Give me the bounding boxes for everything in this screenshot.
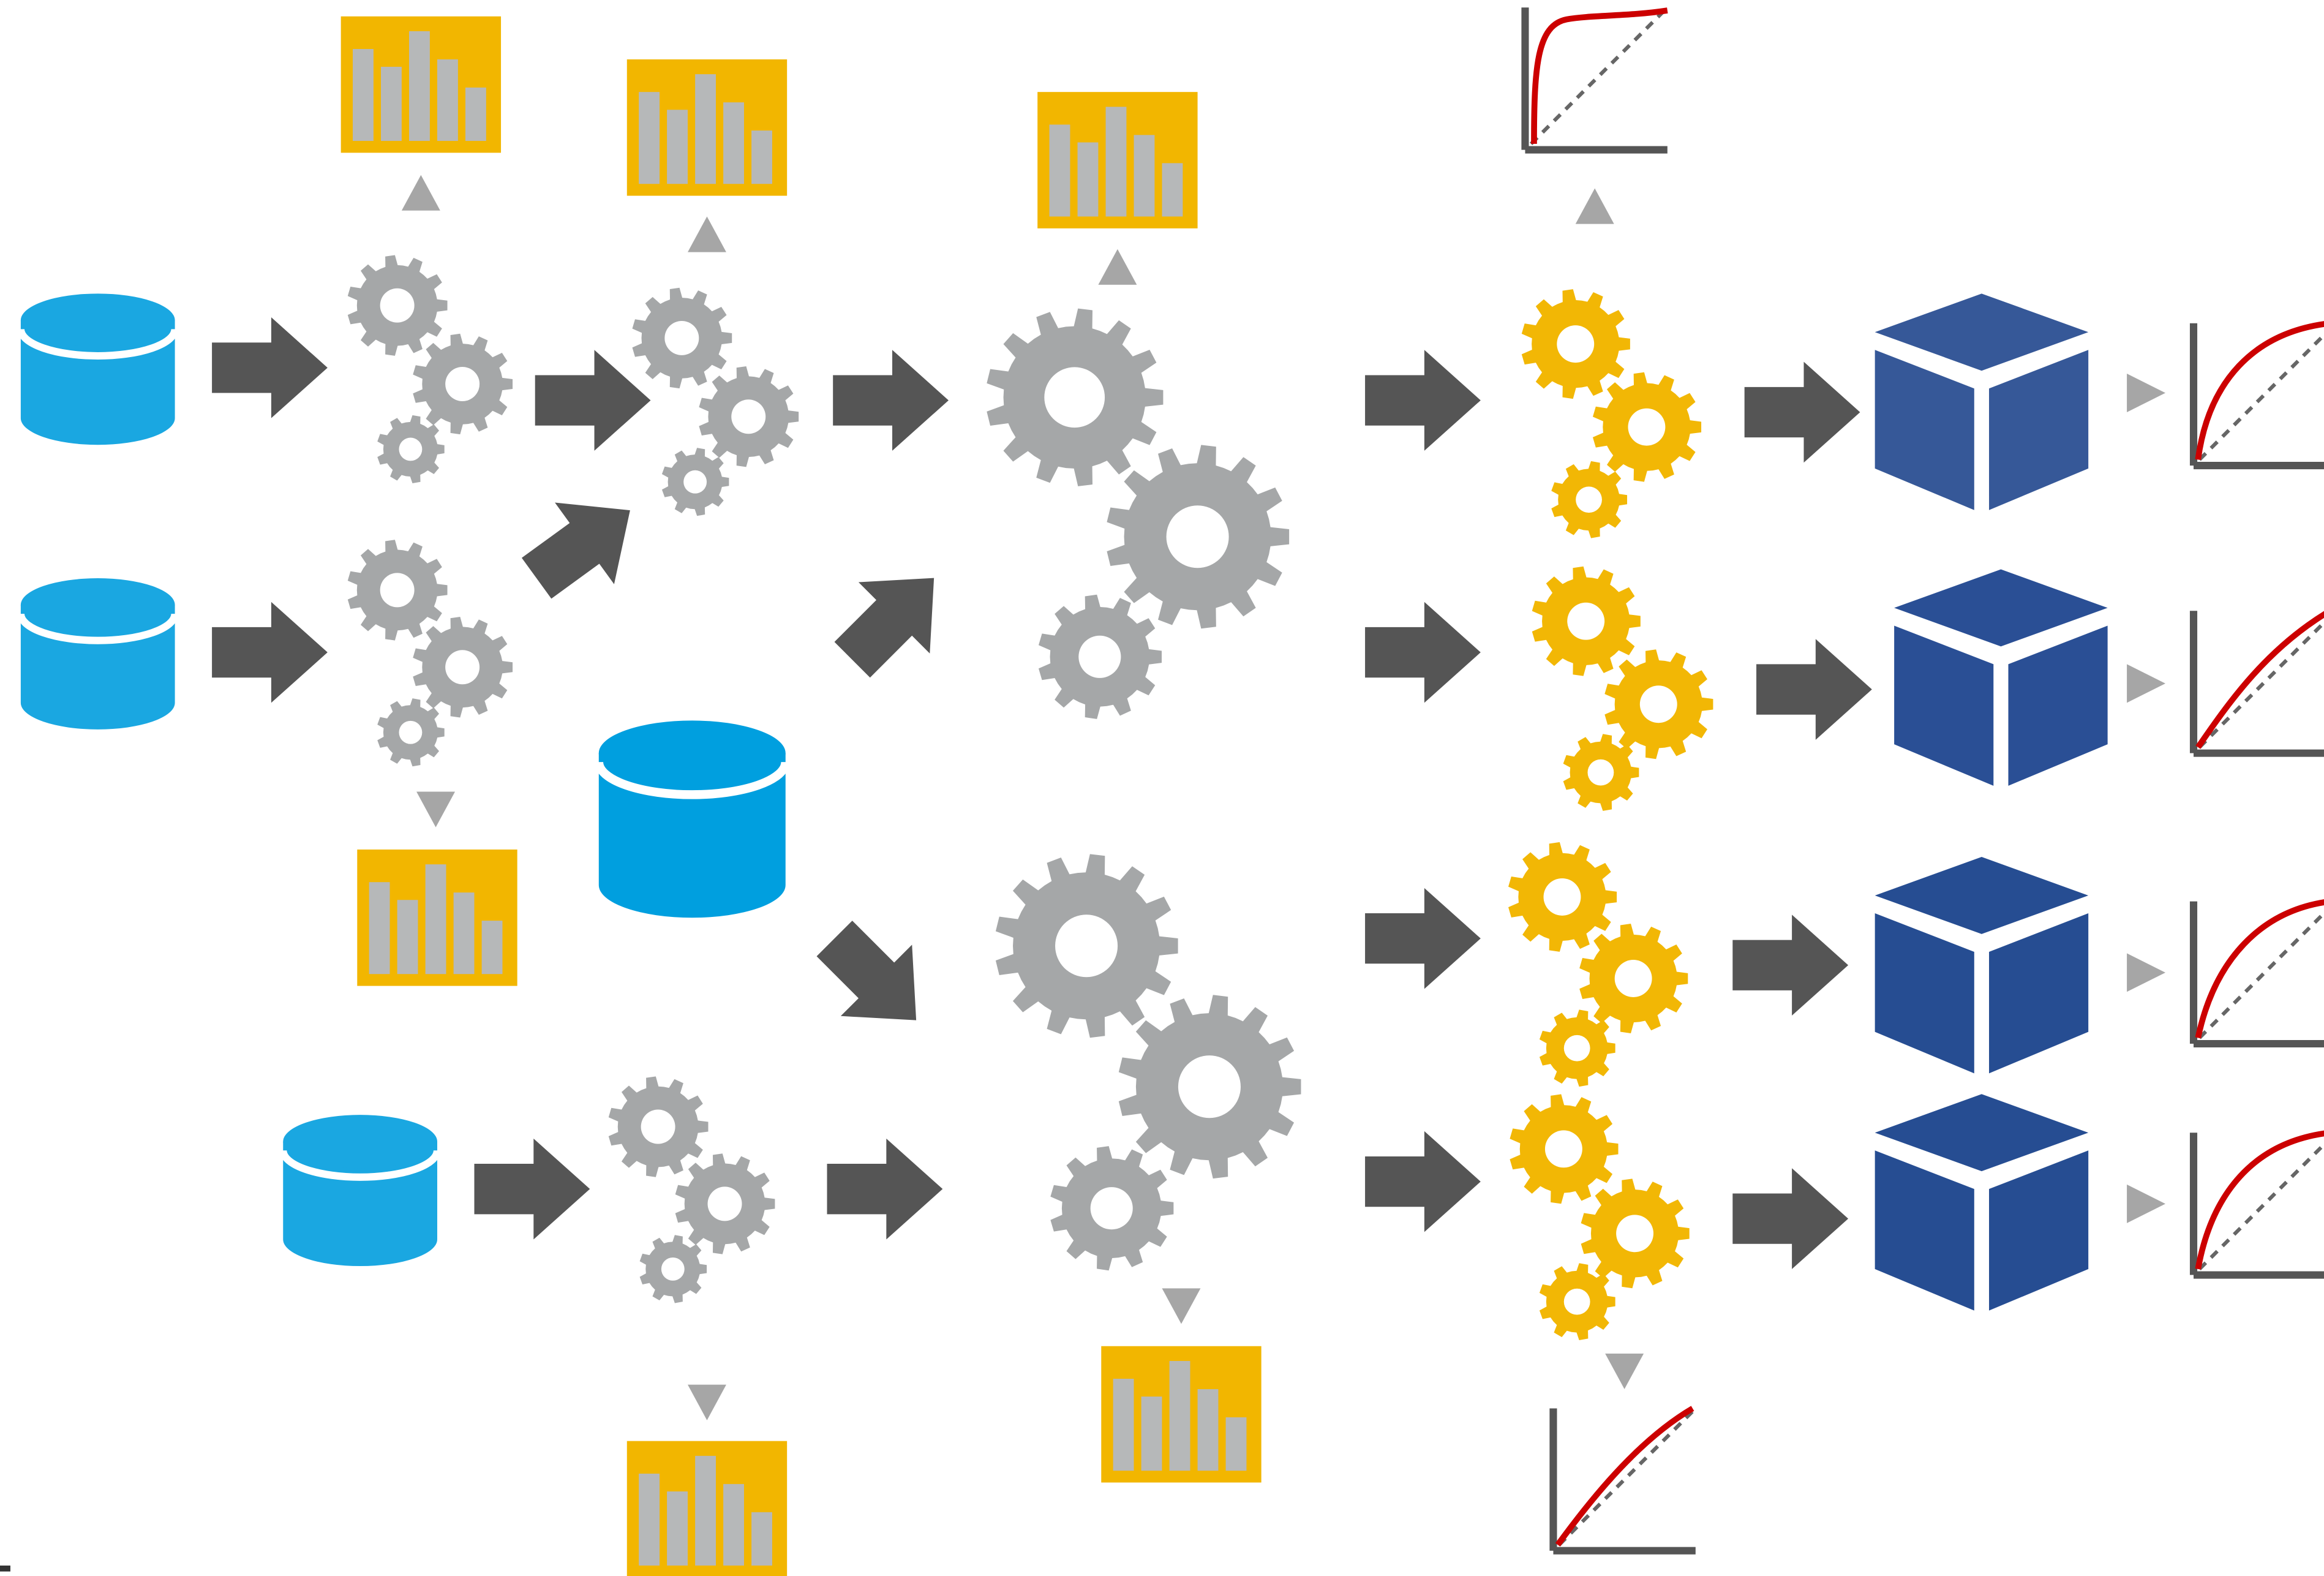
gear-icon (1581, 1178, 1690, 1289)
arrow-icon (416, 791, 456, 828)
arrow-icon (688, 216, 726, 252)
database-icon (21, 293, 175, 445)
arrow-icon (1365, 1131, 1481, 1232)
arrow-icon (799, 902, 952, 1056)
gear-icon (1563, 734, 1639, 811)
arrow-icon (1365, 350, 1481, 451)
arrow-icon (2127, 664, 2166, 703)
gear-icon (1050, 1146, 1174, 1271)
cube-model-icon (1875, 293, 2089, 510)
gear-icon (377, 415, 445, 484)
gear-icon (347, 255, 448, 356)
gear-icon (995, 854, 1178, 1038)
arrow-icon (827, 1138, 943, 1240)
arrow-icon (816, 542, 970, 696)
cube-model-icon (1875, 1094, 2089, 1311)
corner-mark (0, 1565, 10, 1572)
gear-icon (1038, 594, 1162, 719)
gear-icon (1508, 842, 1617, 952)
gear-icon (1118, 995, 1301, 1179)
arrow-icon (1756, 639, 1872, 740)
arrow-icon (212, 317, 328, 418)
arrow-icon (1732, 914, 1849, 1016)
gear-icon (413, 617, 513, 718)
arrow-icon (474, 1138, 590, 1240)
arrow-icon (1162, 1288, 1201, 1324)
gear-icon (1510, 1094, 1619, 1204)
roc-curve-icon (1553, 1408, 1695, 1550)
roc-curve-icon (1525, 7, 1667, 149)
gear-icon (413, 333, 513, 435)
gear-icon (1539, 1009, 1615, 1087)
arrow-icon (833, 350, 949, 451)
cube-model-icon (1875, 857, 2089, 1074)
database-icon (594, 720, 791, 918)
roc-curve-icon (2194, 902, 2324, 1044)
gear-icon (1532, 566, 1641, 676)
arrow-icon (1732, 1168, 1849, 1269)
gear-icon (1592, 372, 1702, 482)
arrow-icon (1744, 361, 1860, 463)
arrow-icon (535, 350, 651, 451)
gear-icon (377, 698, 445, 767)
bar-chart-report-icon (357, 849, 517, 986)
bar-chart-report-icon (626, 59, 788, 196)
arrow-icon (1575, 188, 1614, 224)
arrow-icon (2127, 374, 2166, 412)
cube-model-icon (1894, 569, 2108, 786)
arrow-icon (1365, 888, 1481, 989)
arrow-icon (1605, 1353, 1644, 1389)
gear-icon (632, 287, 732, 389)
arrow-icon (1098, 249, 1137, 285)
gear-icon (608, 1076, 709, 1177)
gear-icon (675, 1153, 775, 1254)
gear-icon (1551, 461, 1628, 538)
roc-curve-icon (2194, 323, 2324, 466)
database-icon (283, 1115, 437, 1266)
gears-layer (347, 255, 1713, 1340)
gear-icon (1539, 1263, 1615, 1340)
bar-chart-report-icon (340, 16, 502, 153)
gear-icon (347, 540, 448, 641)
gear-icon (699, 366, 799, 467)
gear-icon (1579, 924, 1688, 1033)
database-icon (21, 578, 175, 730)
bar-chart-report-icon (1037, 92, 1198, 228)
arrow-icon (2127, 953, 2166, 992)
arrow-icon (2127, 1184, 2166, 1223)
gear-icon (661, 448, 729, 516)
gear-icon (639, 1235, 707, 1303)
arrow-icon (212, 601, 328, 703)
arrow-icon (506, 469, 660, 619)
roc-curve-icon (2194, 611, 2324, 753)
gear-icon (1521, 289, 1630, 399)
bar-chart-report-icon (1101, 1346, 1262, 1483)
arrow-icon (688, 1384, 726, 1420)
gear-icon (1107, 445, 1290, 629)
gear-icon (1604, 649, 1713, 760)
roc-curve-icon (2194, 1133, 2324, 1275)
arrow-icon (1365, 601, 1481, 703)
arrow-icon (401, 175, 440, 211)
bar-chart-report-icon (626, 1441, 788, 1576)
gear-icon (987, 308, 1164, 486)
